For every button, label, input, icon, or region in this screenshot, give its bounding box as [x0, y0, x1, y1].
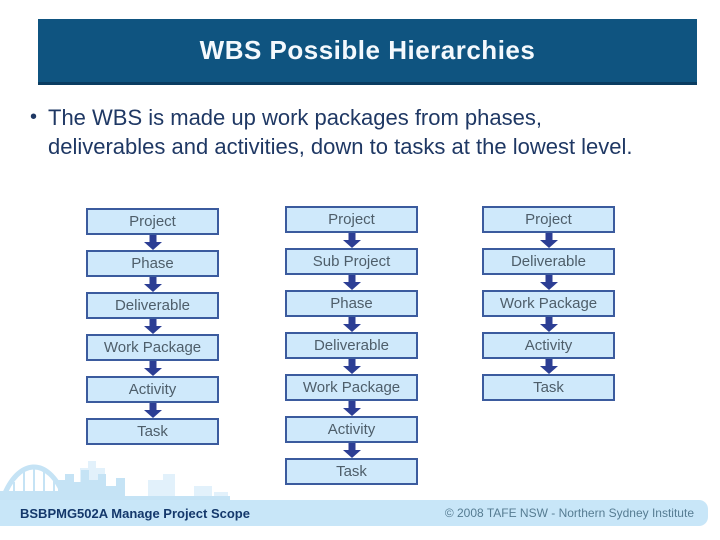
- hierarchy-box: Task: [285, 458, 418, 485]
- page-title: WBS Possible Hierarchies: [199, 35, 536, 65]
- hierarchy-box: Phase: [285, 290, 418, 317]
- hierarchy-box: Work Package: [482, 290, 615, 317]
- down-arrow-icon: [342, 359, 361, 374]
- hierarchy-box: Work Package: [285, 374, 418, 401]
- hierarchy-box: Project: [285, 206, 418, 233]
- footer-copyright: © 2008 TAFE NSW - Northern Sydney Instit…: [444, 506, 694, 520]
- bullet-paragraph: • The WBS is made up work packages from …: [28, 103, 642, 161]
- footer-course-code: BSBPMG502A Manage Project Scope: [20, 505, 250, 521]
- hierarchy-box: Sub Project: [285, 248, 418, 275]
- down-arrow-icon: [539, 233, 558, 248]
- hierarchy-box: Activity: [482, 332, 615, 359]
- hierarchy-box: Phase: [86, 250, 219, 277]
- down-arrow-icon: [143, 235, 162, 250]
- down-arrow-icon: [342, 317, 361, 332]
- hierarchy-box: Project: [482, 206, 615, 233]
- hierarchy-box: Project: [86, 208, 219, 235]
- down-arrow-icon: [539, 359, 558, 374]
- footer-band: BSBPMG502A Manage Project Scope © 2008 T…: [0, 500, 708, 526]
- down-arrow-icon: [143, 277, 162, 292]
- down-arrow-icon: [342, 233, 361, 248]
- down-arrow-icon: [539, 317, 558, 332]
- hierarchy-box: Deliverable: [86, 292, 219, 319]
- down-arrow-icon: [342, 401, 361, 416]
- hierarchy-box: Work Package: [86, 334, 219, 361]
- title-bar: WBS Possible Hierarchies: [38, 19, 697, 85]
- down-arrow-icon: [342, 443, 361, 458]
- hierarchy-box: Deliverable: [285, 332, 418, 359]
- down-arrow-icon: [539, 275, 558, 290]
- bullet-marker: •: [30, 106, 38, 128]
- hierarchy-box: Task: [86, 418, 219, 445]
- hierarchy-box: Activity: [86, 376, 219, 403]
- down-arrow-icon: [143, 319, 162, 334]
- skyline-graphic: [0, 461, 230, 502]
- hierarchy-box: Activity: [285, 416, 418, 443]
- down-arrow-icon: [143, 403, 162, 418]
- hierarchy-box: Task: [482, 374, 615, 401]
- down-arrow-icon: [342, 275, 361, 290]
- hierarchy-box: Deliverable: [482, 248, 615, 275]
- bullet-text: The WBS is made up work packages from ph…: [48, 105, 633, 159]
- down-arrow-icon: [143, 361, 162, 376]
